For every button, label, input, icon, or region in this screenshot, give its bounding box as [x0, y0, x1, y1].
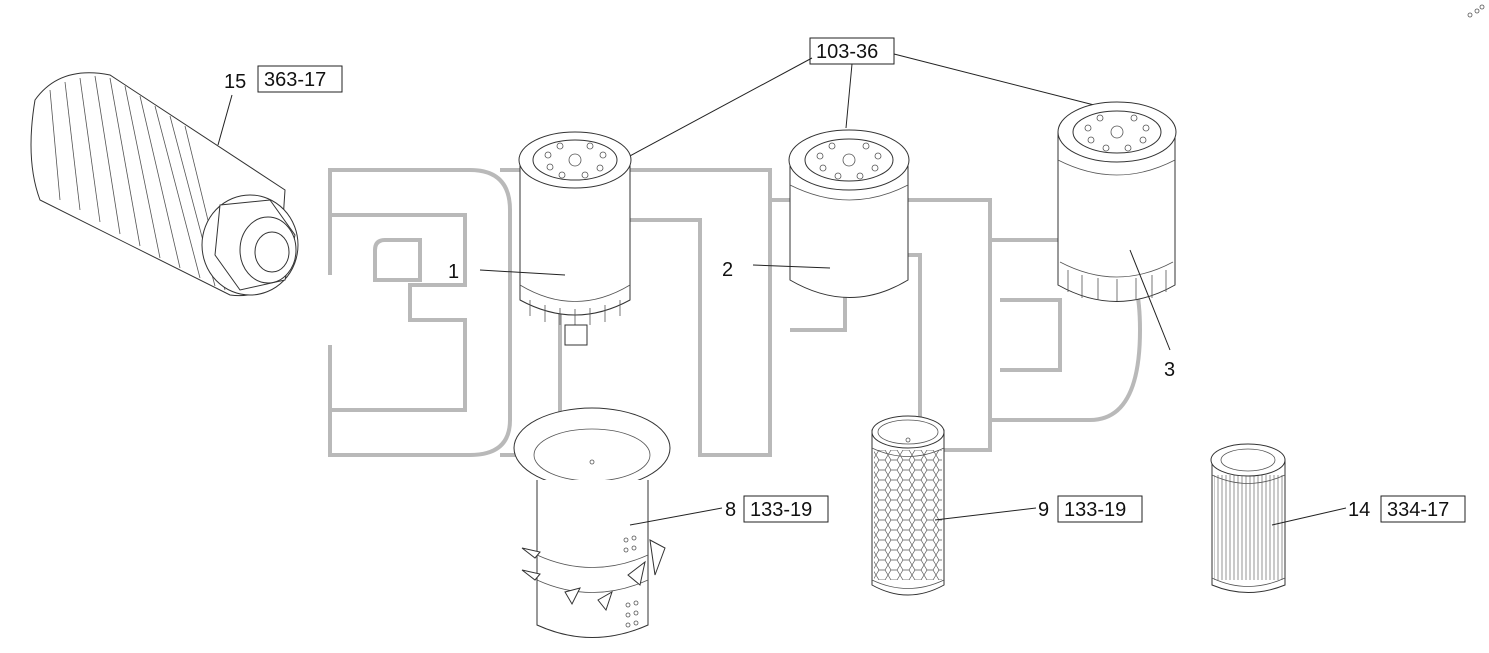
callout-14-number: 14	[1348, 499, 1370, 521]
filter-part-14	[1210, 443, 1286, 593]
callout-9-number: 9	[1038, 499, 1049, 521]
watermark-logo: TM	[328, 160, 1143, 457]
filter-part-3	[1057, 101, 1177, 302]
callout-3-number: 3	[1164, 359, 1175, 381]
callout-15-ref: 363-17	[264, 69, 326, 91]
filter-part-8	[513, 407, 671, 638]
callout-9-ref: 133-19	[1064, 499, 1126, 521]
callout-8-number: 8	[725, 499, 736, 521]
callout-14-ref: 334-17	[1387, 499, 1449, 521]
callout-group-ref: 103-36	[816, 41, 878, 63]
callout-8-ref: 133-19	[750, 499, 812, 521]
corner-mark	[1467, 4, 1485, 18]
callout-1-number: 1	[448, 261, 459, 283]
callout-2-number: 2	[722, 259, 733, 281]
callout-15-number: 15	[224, 71, 246, 93]
filter-part-15	[30, 72, 299, 297]
filter-part-9	[871, 415, 945, 596]
filter-part-2	[788, 129, 910, 298]
filter-part-1	[518, 131, 632, 346]
